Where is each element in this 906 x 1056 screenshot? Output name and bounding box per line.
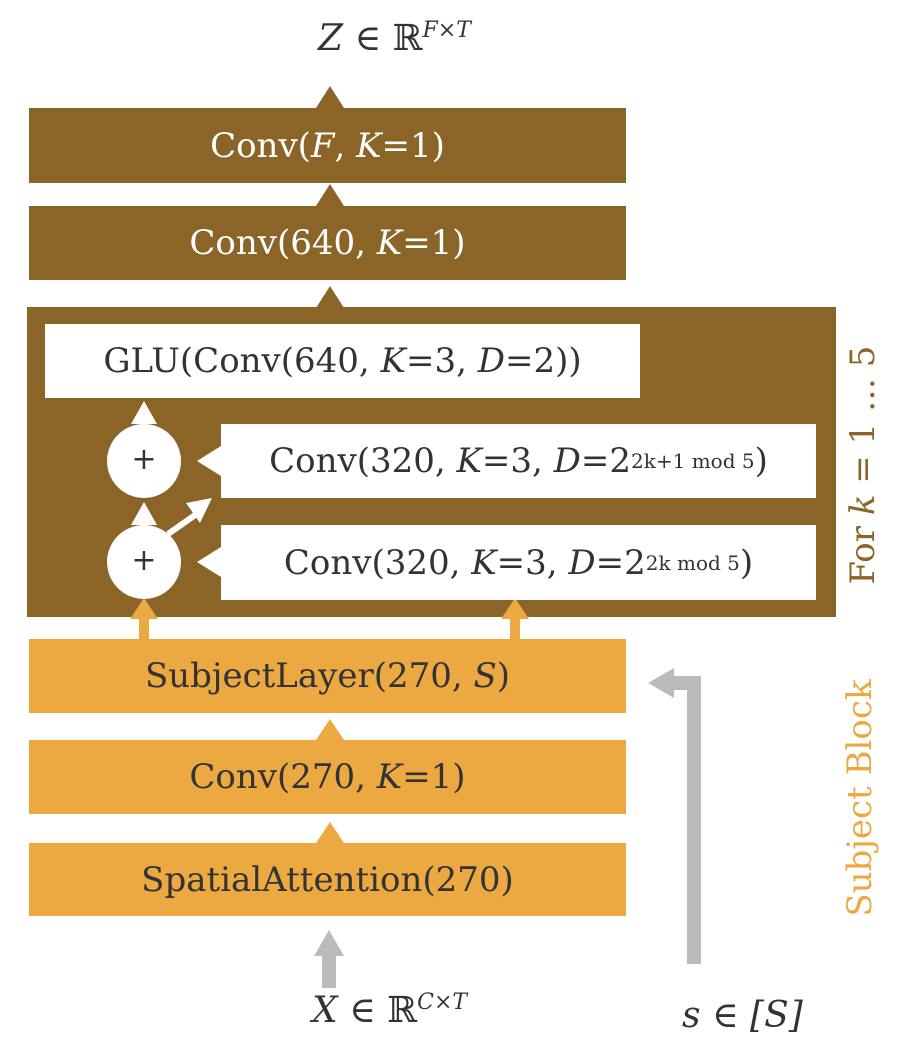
subject-block-label: Subject Block	[840, 679, 880, 917]
conv-270-block: Conv(270, K=1)	[29, 740, 626, 814]
output-label: Z ∈ ℝF×T	[318, 18, 471, 59]
plus-node-bottom	[107, 502, 181, 599]
arrow-conv270-to-subject	[316, 719, 344, 740]
plus-sign-top: +	[131, 442, 157, 477]
arrow-conv320a-to-plus	[197, 446, 221, 476]
arrow-block-to-conv640	[316, 286, 344, 308]
glu-block: GLU(Conv(640, K=3, D=2))	[45, 324, 640, 398]
loop-label: For k = 1 … 5	[843, 345, 883, 585]
skip-arrow-to-conv320a	[166, 498, 212, 537]
arrow-spatial-to-conv270	[316, 822, 344, 843]
arrow-conv640-to-final	[316, 184, 344, 206]
plus-sign-bottom: +	[131, 543, 157, 578]
arrow-conv320b-to-plus	[197, 547, 221, 577]
subject-layer-block: SubjectLayer(270, S)	[29, 639, 626, 713]
subject-index-arrow	[648, 668, 701, 964]
arrow-subject-to-conv320b	[501, 598, 529, 639]
input-label: X ∈ ℝC×T	[312, 990, 468, 1031]
spatial-attention-block: SpatialAttention(270)	[29, 843, 626, 916]
output-arrow	[316, 86, 344, 108]
plus-node-top	[107, 401, 181, 498]
arrow-subject-to-plus	[130, 598, 158, 639]
conv-640-block: Conv(640, K=1)	[29, 206, 626, 280]
input-arrow	[314, 930, 344, 988]
final-conv-block: Conv(F, K=1)	[29, 108, 626, 183]
subject-index-label: s ∈ [S]	[682, 995, 803, 1036]
